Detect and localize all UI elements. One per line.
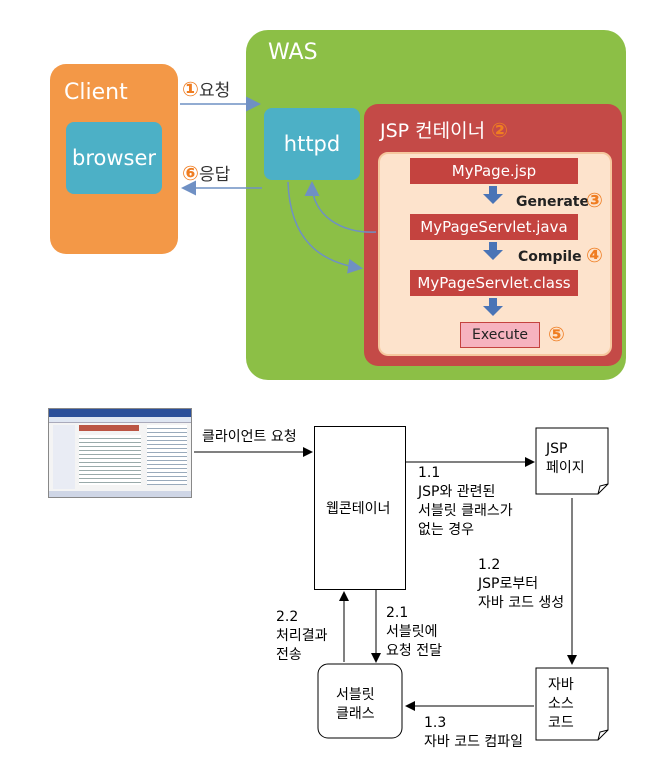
file-jsp-label: MyPage.jsp bbox=[451, 162, 537, 180]
jsp-page-line1: JSP bbox=[546, 441, 568, 457]
step-2-2-line1: 처리결과 bbox=[276, 627, 328, 644]
step-2-1-number: 2.1 bbox=[386, 605, 409, 621]
compile-step-number: ④ bbox=[586, 243, 603, 267]
client-request-label: 클라이언트 요청 bbox=[202, 429, 297, 445]
step-1-3-line1: 자바 코드 컴파일 bbox=[424, 733, 524, 750]
step-2-1-line1: 서블릿에 bbox=[386, 623, 438, 640]
step-1-1-line2: 서블릿 클래스가 bbox=[418, 502, 513, 519]
file-class-label: MyPageServlet.class bbox=[417, 274, 571, 292]
httpd-box: httpd bbox=[264, 108, 360, 180]
response-label: ⑥응답 bbox=[182, 160, 230, 185]
execute-step-number: ⑤ bbox=[548, 322, 565, 346]
execute-box: Execute bbox=[460, 322, 540, 348]
compile-label: Compile bbox=[518, 249, 582, 265]
request-text: 요청 bbox=[198, 81, 231, 101]
step-1-2-line2: 자바 코드 생성 bbox=[478, 594, 565, 611]
jsp-container-title: JSP 컨테이너 bbox=[380, 120, 486, 142]
step-1-3-number: 1.3 bbox=[424, 715, 447, 731]
request-label: ①요청 bbox=[182, 76, 230, 101]
file-class-box: MyPageServlet.class bbox=[410, 270, 578, 296]
file-java-label: MyPageServlet.java bbox=[420, 218, 568, 236]
source-code-shape bbox=[535, 667, 609, 741]
was-label: WAS bbox=[268, 40, 318, 65]
jsp-page-line2: 페이지 bbox=[546, 459, 585, 476]
source-line1: 자바 bbox=[548, 677, 574, 693]
request-step-number: ① bbox=[182, 77, 199, 101]
step-2-2-number: 2.2 bbox=[276, 609, 299, 625]
response-text: 응답 bbox=[198, 165, 231, 185]
down-arrows bbox=[483, 186, 503, 316]
web-container-box bbox=[314, 426, 406, 590]
container-to-httpd-arrow bbox=[304, 181, 377, 233]
source-line3: 코드 bbox=[548, 714, 574, 731]
browser-box: browser bbox=[66, 122, 162, 194]
source-line2: 소스 bbox=[548, 695, 574, 712]
step-2-1-label: 2.1 서블릿에 요청 전달 bbox=[386, 604, 442, 661]
client-label: Client bbox=[64, 80, 128, 105]
generate-label: Generate bbox=[516, 194, 589, 210]
response-step-number: ⑥ bbox=[182, 161, 199, 185]
servlet-line1: 서블릿 bbox=[336, 687, 375, 703]
browser-label: browser bbox=[71, 146, 157, 170]
step-2-1-line2: 요청 전달 bbox=[386, 642, 442, 659]
step-1-1-line3: 없는 경우 bbox=[418, 521, 474, 538]
step-2-2-line2: 전송 bbox=[276, 646, 302, 663]
step-2-2-label: 2.2 처리결과 전송 bbox=[276, 608, 328, 665]
web-container-label: 웹콘테이너 bbox=[326, 501, 391, 517]
source-code-label: 자바 소스 코드 bbox=[548, 676, 574, 733]
step-1-2-line1: JSP로부터 bbox=[478, 575, 539, 592]
file-jsp-box: MyPage.jsp bbox=[410, 158, 578, 184]
step-1-3-label: 1.3 자바 코드 컴파일 bbox=[424, 714, 523, 752]
servlet-class-shape bbox=[317, 663, 403, 739]
step-1-2-number: 1.2 bbox=[478, 557, 501, 573]
httpd-to-container-arrow bbox=[287, 181, 363, 274]
file-java-box: MyPageServlet.java bbox=[410, 214, 578, 240]
jsp-container-label: JSP 컨테이너 ② bbox=[380, 116, 508, 143]
container-step-number: ② bbox=[491, 118, 509, 142]
step-1-1-line1: JSP와 관련된 bbox=[418, 483, 496, 500]
jsp-page-label: JSP 페이지 bbox=[546, 440, 585, 478]
servlet-line2: 클래스 bbox=[336, 705, 375, 722]
step-1-2-label: 1.2 JSP로부터 자바 코드 생성 bbox=[478, 556, 564, 613]
generate-step-number: ③ bbox=[586, 188, 603, 212]
browser-screenshot-thumbnail bbox=[48, 408, 192, 498]
httpd-label: httpd bbox=[283, 132, 341, 156]
servlet-class-label: 서블릿 클래스 bbox=[336, 686, 375, 724]
step-1-1-label: 1.1 JSP와 관련된 서블릿 클래스가 없는 경우 bbox=[418, 464, 513, 540]
step-1-1-number: 1.1 bbox=[418, 465, 441, 481]
execute-label: Execute bbox=[472, 327, 528, 343]
jsp-page-shape bbox=[535, 427, 609, 495]
